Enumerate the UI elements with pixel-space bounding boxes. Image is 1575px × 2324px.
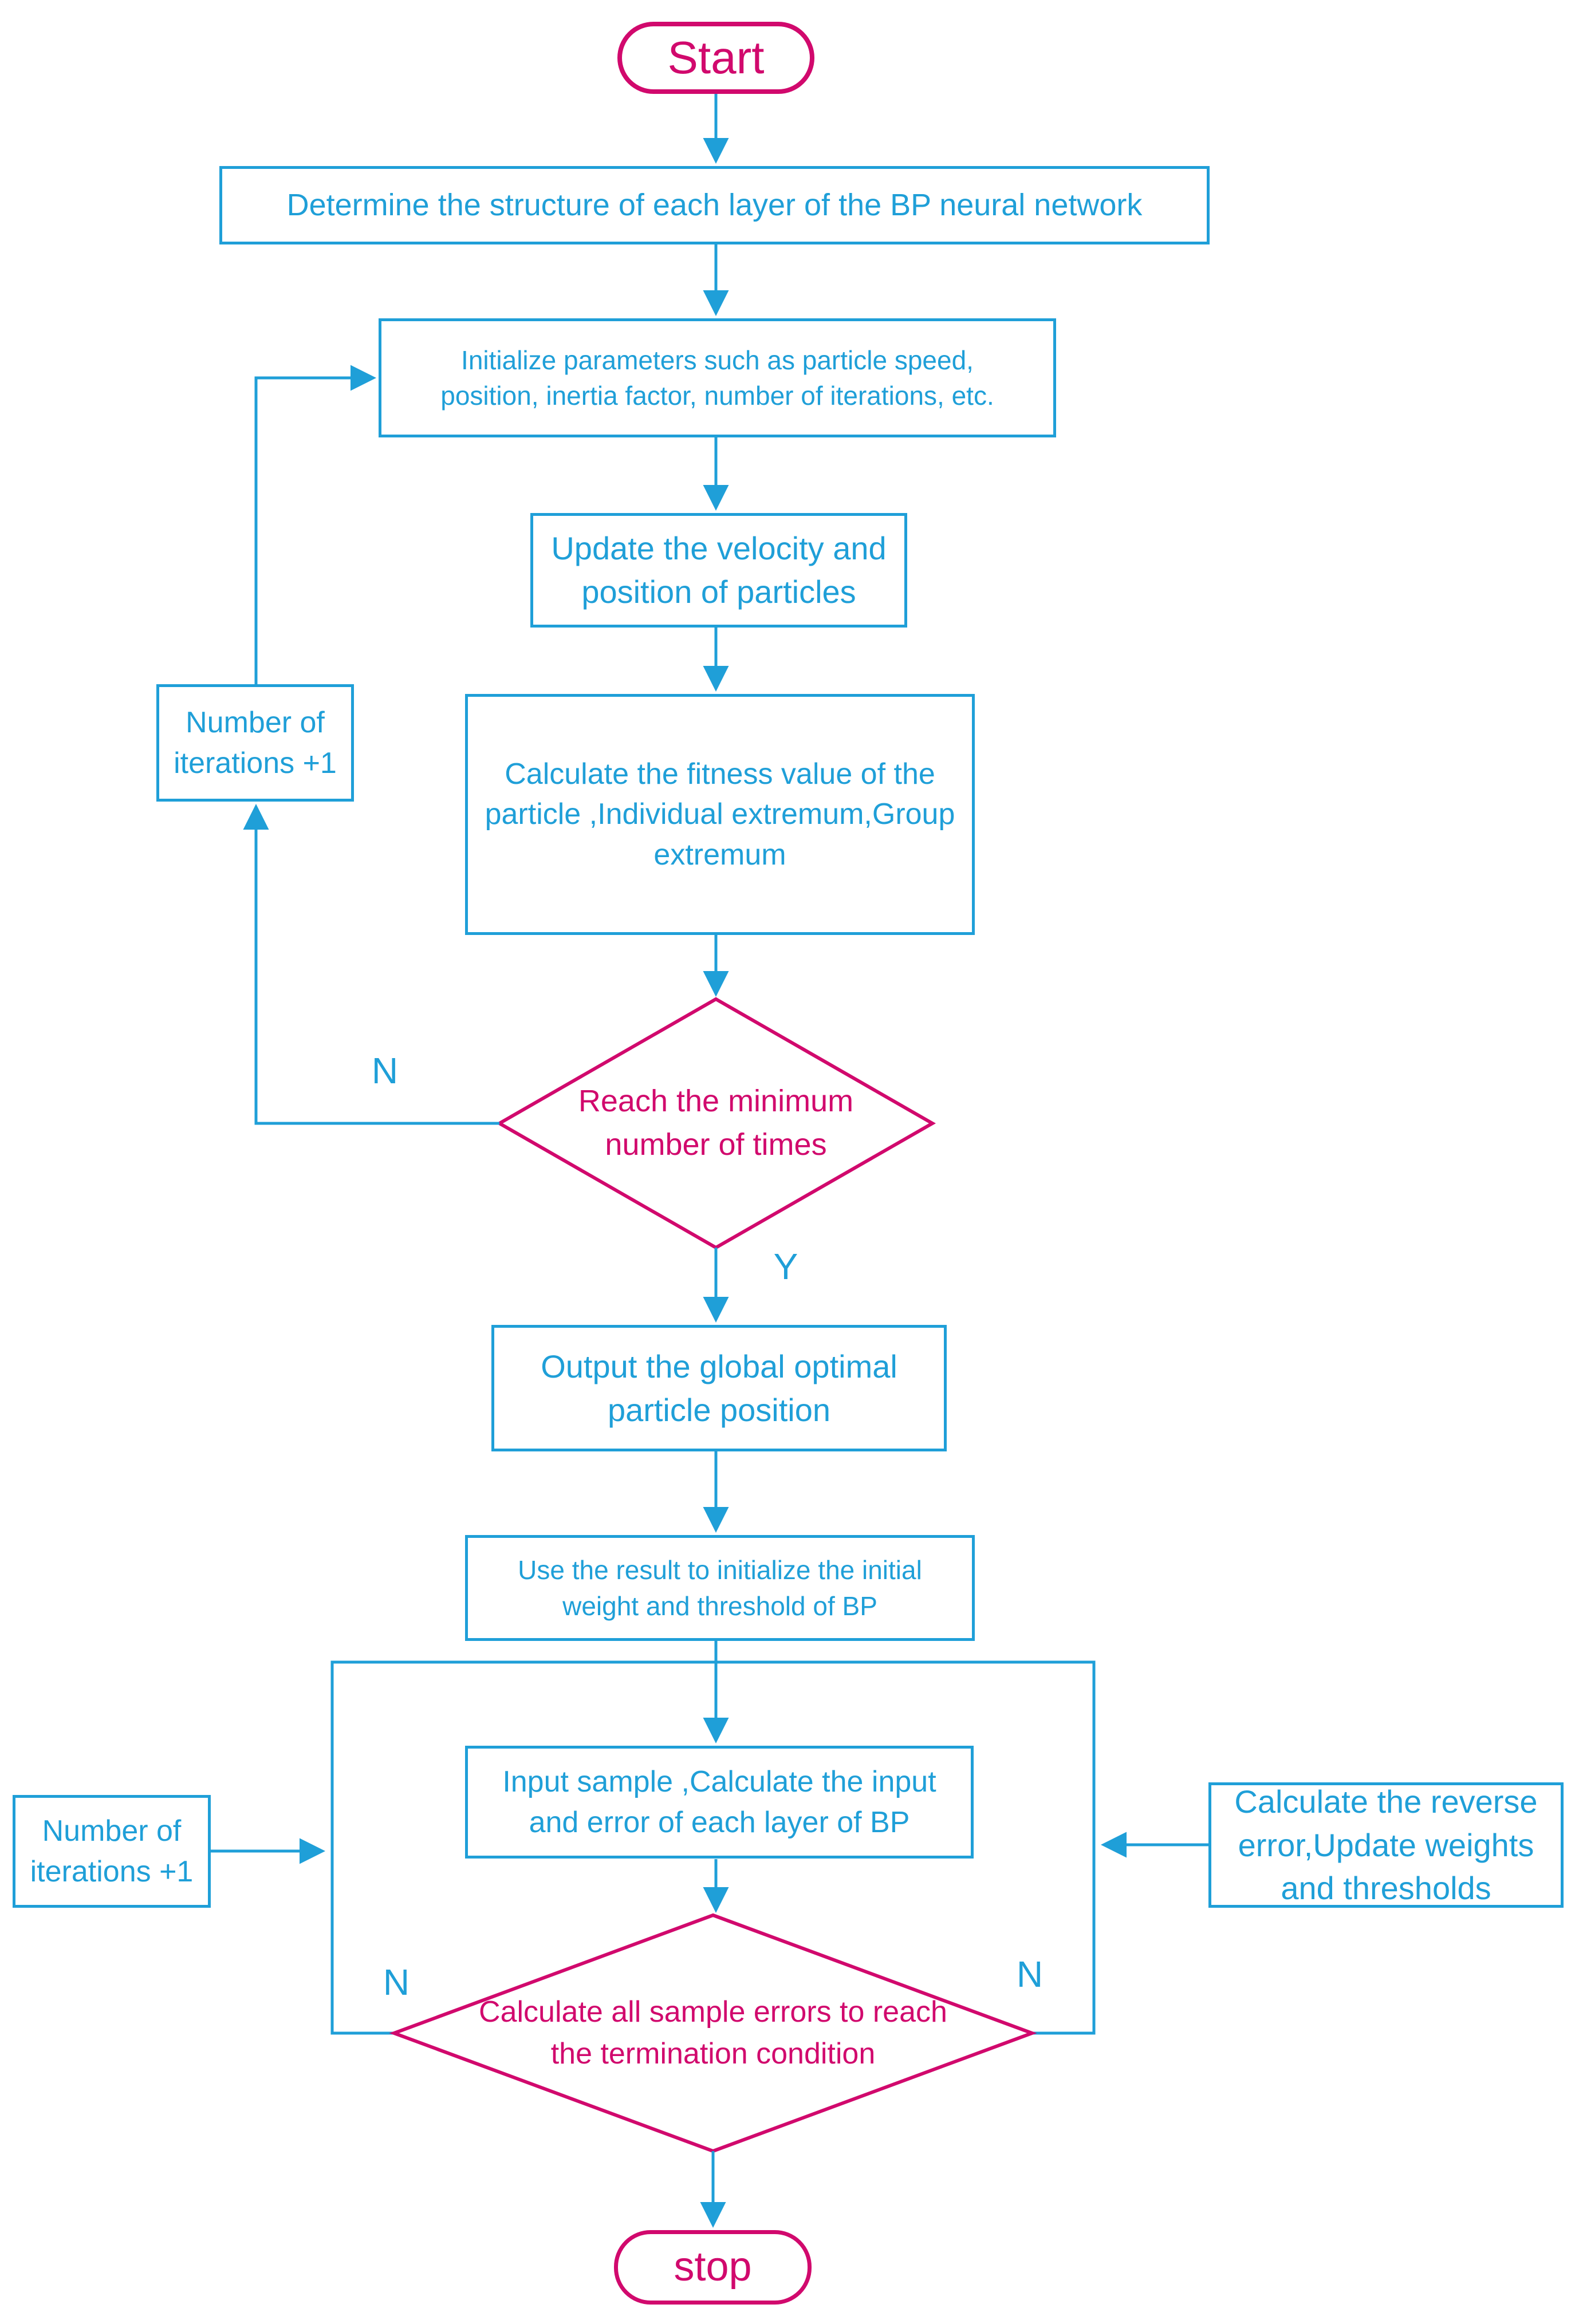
node-iterations-bp-line1: Number of — [42, 1814, 182, 1848]
node-iterations-pso-line1: Number of — [186, 706, 325, 740]
node-iterations-pso-line2: iterations +1 — [174, 746, 337, 780]
node-reverse-error-line1: Calculate the reverse — [1234, 1784, 1538, 1820]
label-termination-no-left: N — [383, 1962, 410, 2003]
node-start: Start — [617, 22, 814, 94]
node-determine-structure: Determine the structure of each layer of… — [219, 166, 1210, 244]
node-update-velocity-line1: Update the velocity and — [551, 530, 887, 567]
node-input-sample-line2: and error of each layer of BP — [529, 1805, 910, 1839]
node-output-global-optimal: Output the global optimal particle posit… — [491, 1325, 947, 1451]
node-reverse-error-line2: error,Update weights — [1238, 1826, 1534, 1863]
node-output-global-line1: Output the global optimal — [541, 1348, 897, 1384]
node-reverse-error-line3: and thresholds — [1281, 1870, 1491, 1907]
node-iterations-plus-one-pso: Number of iterations +1 — [156, 684, 354, 802]
decision-termination-line1: Calculate all sample errors to reach — [479, 1995, 947, 2029]
node-input-sample: Input sample ,Calculate the input and er… — [465, 1746, 974, 1859]
node-use-result-line2: weight and threshold of BP — [562, 1591, 877, 1621]
node-calc-fitness-line1: Calculate the fitness value of the — [505, 757, 935, 791]
decision-reach-minimum-line2: number of times — [605, 1127, 827, 1162]
node-stop: stop — [614, 2230, 812, 2305]
node-use-result-initialize: Use the result to initialize the initial… — [465, 1535, 975, 1641]
node-calc-fitness-line3: extremum — [653, 838, 786, 871]
node-calc-fitness-line2: particle ,Individual extremum,Group — [485, 798, 955, 831]
node-use-result-line1: Use the result to initialize the initial — [518, 1555, 922, 1585]
node-update-velocity: Update the velocity and position of part… — [530, 513, 907, 628]
decision-reach-minimum-text: Reach the minimum number of times — [499, 999, 932, 1248]
node-input-sample-line1: Input sample ,Calculate the input — [502, 1765, 936, 1799]
label-termination-no-right: N — [1016, 1954, 1044, 1995]
node-reverse-error: Calculate the reverse error,Update weigh… — [1208, 1782, 1564, 1908]
node-initialize-params-line2: position, inertia factor, number of iter… — [440, 381, 994, 411]
node-update-velocity-line2: position of particles — [581, 574, 856, 610]
decision-termination-line2: the termination condition — [550, 2037, 876, 2070]
node-iterations-plus-one-bp: Number of iterations +1 — [13, 1795, 211, 1908]
node-output-global-line2: particle position — [607, 1391, 831, 1428]
node-initialize-params: Initialize parameters such as particle s… — [379, 318, 1056, 437]
decision-reach-minimum-line1: Reach the minimum — [578, 1084, 854, 1119]
edge-reach-no-to-iterations — [243, 804, 499, 1125]
node-initialize-params-line1: Initialize parameters such as particle s… — [461, 345, 974, 375]
label-reach-minimum-yes: Y — [773, 1246, 798, 1287]
edge-iterations-to-initialize — [254, 365, 376, 684]
edge-termination-no-right-loop — [717, 1660, 1096, 2035]
node-calc-fitness: Calculate the fitness value of the parti… — [465, 694, 975, 935]
edge-termination-no-left-loop — [330, 1660, 715, 2035]
label-reach-minimum-no: N — [371, 1050, 399, 1091]
node-iterations-bp-line2: iterations +1 — [30, 1855, 194, 1888]
decision-termination-text: Calculate all sample errors to reach the… — [394, 1915, 1032, 2151]
